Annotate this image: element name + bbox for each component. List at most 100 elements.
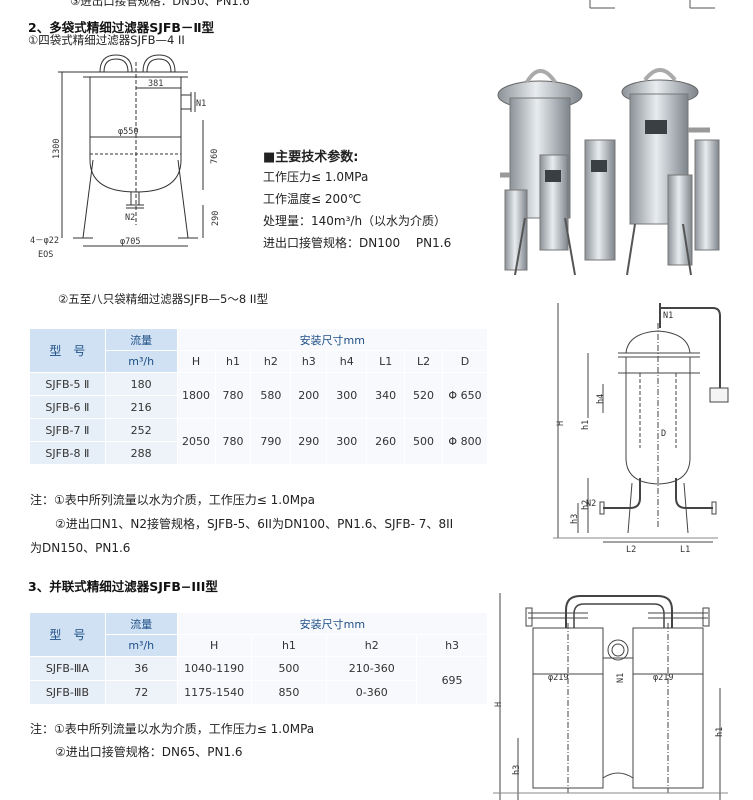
value-cell: 850 — [250, 680, 328, 705]
section3-title: 3、并联式精细过滤器SJFB−III型 — [28, 579, 218, 594]
note2-2: ②进出口N1、N2接管规格，SJFB-5、6II为DN100、PN1.6、SJF… — [55, 517, 454, 531]
note3-2: ②进出口接管规格：DN65、PN1.6 — [55, 745, 243, 759]
four-bag-filter-drawing: 381 N1 φ550 1300 760 N2 290 4－φ22 φ705 E… — [30, 54, 221, 260]
model-cell: SJFB-7 Ⅱ — [29, 418, 106, 442]
spec-table-sjfb-iii: 型 号 流量 安装尺寸mm m³/h H h1 h2 h3 SJFB-ⅢA 36… — [29, 612, 489, 705]
value-cell: 500 — [250, 656, 328, 681]
header-unit: m³/h — [104, 634, 178, 657]
label-n2: N2 — [125, 213, 135, 223]
dim-381: 381 — [148, 79, 163, 89]
value-cell: 580 — [250, 372, 292, 419]
header-unit: m³/h — [104, 350, 178, 373]
value-cell: 780 — [214, 372, 252, 419]
col-H: H — [176, 350, 216, 373]
flow-cell: 216 — [104, 395, 178, 419]
label-N2: N2 — [586, 499, 596, 509]
header-install: 安装尺寸mm — [176, 328, 489, 351]
label-H: H — [556, 421, 566, 426]
flow-cell: 36 — [104, 656, 178, 681]
value-cell: 520 — [404, 372, 444, 419]
value-cell: Φ 650 — [442, 372, 488, 419]
label-N1: N1 — [616, 673, 626, 683]
dim-705: φ705 — [120, 237, 140, 247]
label-D: D — [661, 429, 666, 439]
label-L1: L1 — [680, 545, 690, 555]
col-h1: h1 — [214, 350, 252, 373]
header-flow: 流量 — [104, 612, 178, 635]
filter-equipment-photo — [497, 68, 720, 276]
section2-sub2: ②五至八只袋精细过滤器SJFB—5～8 II型 — [58, 292, 269, 306]
value-cell: 695 — [416, 656, 488, 705]
value-cell: 340 — [366, 372, 406, 419]
multi-bag-filter-drawing: H h4 h1 h2 h3 D N1 N2 L2 L1 — [553, 303, 729, 555]
parallel-filter-drawing: φ219 φ219 N1 H h1 h3 — [493, 593, 728, 800]
spec-connection: 进出口接管规格：DN100 PN1.6 — [263, 236, 452, 250]
model-cell: SJFB-ⅢA — [29, 656, 106, 681]
col-L2: L2 — [404, 350, 444, 373]
value-cell: 290 — [290, 418, 328, 465]
section2-sub1: ①四袋式精细过滤器SJFB—4 II — [28, 33, 185, 47]
top-cut-text: ③进出口接管规格：DN50、PN1.6 — [70, 0, 250, 8]
header-install: 安装尺寸mm — [176, 612, 489, 635]
col-D: D — [442, 350, 488, 373]
label-n1: N1 — [196, 99, 206, 109]
label-d219b: φ219 — [653, 673, 673, 683]
label-h2: h2 — [581, 500, 591, 510]
label-h3: h3 — [570, 514, 580, 524]
value-cell: 790 — [250, 418, 292, 465]
value-cell: Φ 800 — [442, 418, 488, 465]
label-h1: h1 — [581, 420, 591, 430]
flow-cell: 72 — [104, 680, 178, 705]
label-H: H — [494, 702, 504, 707]
top-cut-drawing — [589, 0, 715, 9]
model-cell: SJFB-8 Ⅱ — [29, 441, 106, 465]
value-cell: 500 — [404, 418, 444, 465]
note3-1: 注：①表中所列流量以水为介质，工作压力≤ 1.0MPa — [30, 722, 315, 736]
spec-heading: ■主要技术参数: — [263, 150, 359, 165]
value-cell: 300 — [326, 418, 368, 465]
value-cell: 0-360 — [326, 680, 418, 705]
dim-1300: 1300 — [52, 139, 62, 159]
flow-cell: 180 — [104, 372, 178, 396]
section2-title: 2、多袋式精细过滤器SJFB－Ⅱ型 — [28, 20, 215, 35]
dim-760: 760 — [210, 149, 220, 164]
note2-3: 为DN150、PN1.6 — [30, 541, 131, 555]
header-model: 型 号 — [29, 612, 106, 657]
spec-table-sjfb-ii: 型 号 流量 安装尺寸mm m³/h H h1 h2 h3 h4 L1 L2 D… — [29, 328, 489, 465]
dim-290: 290 — [211, 211, 221, 226]
col-L1: L1 — [366, 350, 406, 373]
spec-capacity: 处理量：140m³/h（以水为介质） — [263, 214, 447, 228]
header-model: 型 号 — [29, 328, 106, 373]
col-h3: h3 — [290, 350, 328, 373]
label-N1: N1 — [663, 311, 673, 321]
col-h4: h4 — [326, 350, 368, 373]
label-L2: L2 — [626, 545, 636, 555]
value-cell: 200 — [290, 372, 328, 419]
note2-1: 注：①表中所列流量以水为介质，工作压力≤ 1.0Mpa — [30, 493, 316, 507]
col-h1: h1 — [250, 634, 328, 657]
dim-550: φ550 — [118, 127, 138, 137]
dim-bolts: 4－φ22 — [30, 236, 59, 246]
spec-temperature: 工作温度≤ 200℃ — [263, 192, 362, 206]
label-h1: h1 — [715, 727, 725, 737]
value-cell: 210-360 — [326, 656, 418, 681]
value-cell: 780 — [214, 418, 252, 465]
value-cell: 1800 — [176, 372, 216, 419]
value-cell: 300 — [326, 372, 368, 419]
col-h2: h2 — [326, 634, 418, 657]
label-eos: EOS — [38, 250, 53, 260]
model-cell: SJFB-5 Ⅱ — [29, 372, 106, 396]
flow-cell: 288 — [104, 441, 178, 465]
col-H: H — [176, 634, 252, 657]
value-cell: 1040-1190 — [176, 656, 252, 681]
col-h3: h3 — [416, 634, 488, 657]
header-flow: 流量 — [104, 328, 178, 351]
label-h3: h3 — [512, 765, 522, 775]
flow-cell: 252 — [104, 418, 178, 442]
col-h2: h2 — [250, 350, 292, 373]
model-cell: SJFB-ⅢB — [29, 680, 106, 705]
value-cell: 1175-1540 — [176, 680, 252, 705]
label-d219a: φ219 — [548, 673, 568, 683]
spec-pressure: 工作压力≤ 1.0MPa — [263, 170, 369, 184]
value-cell: 260 — [366, 418, 406, 465]
